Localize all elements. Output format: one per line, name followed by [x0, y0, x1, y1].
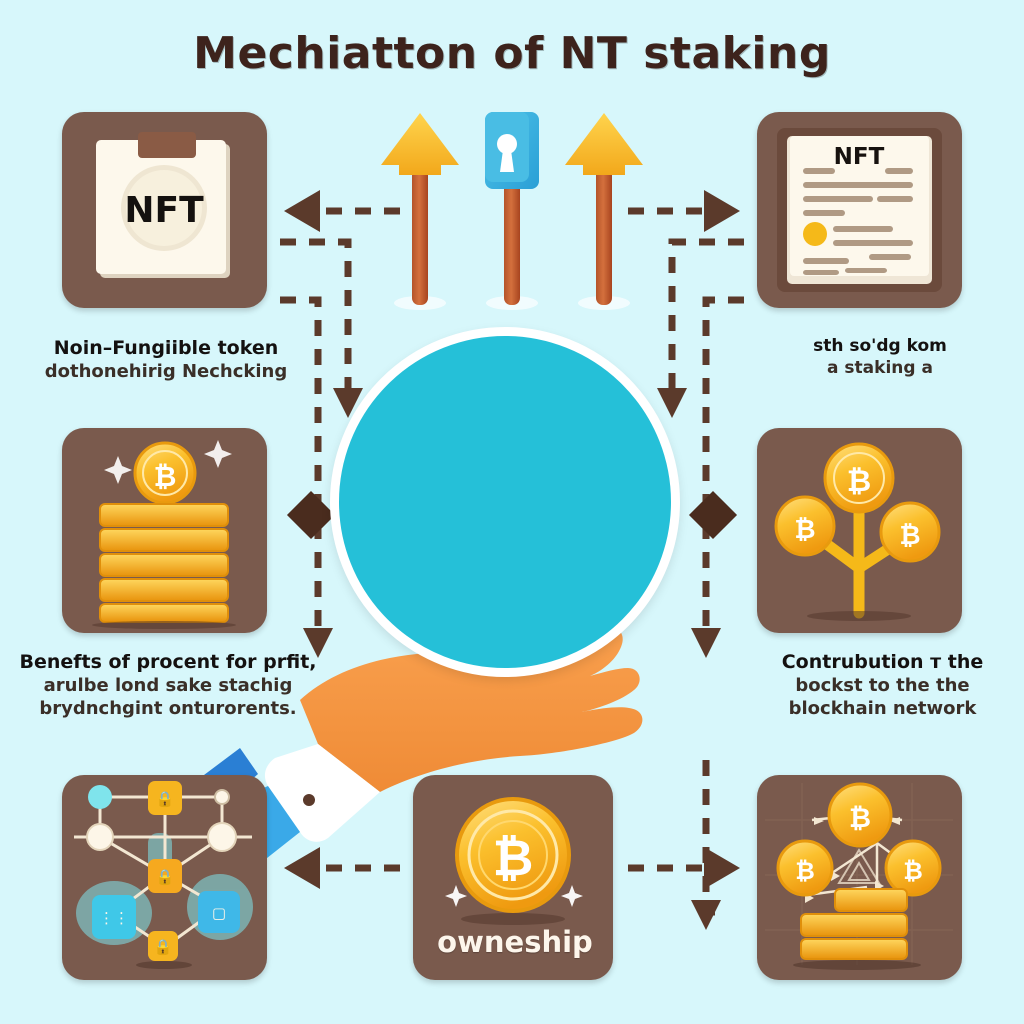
caption-mid-right: Contrubution т the bockst to the the blo… [740, 650, 1024, 720]
arrowhead-down-right-inner [691, 628, 721, 658]
network-graph-card[interactable]: 🔒 🔒 🔒 ⋮⋮ ▢ ● ? [62, 775, 267, 980]
svg-text:🔒: 🔒 [156, 790, 175, 808]
up-arrow-post-left [381, 113, 459, 310]
caption-mid-left-line1: Benefts of procent for prfit, [19, 651, 317, 673]
arrowhead-right-bottom [704, 847, 740, 889]
bitcoin-symbol-tree-left: ₿ [794, 515, 815, 545]
caption-mid-left: Benefts of procent for prfit, arulbe lon… [18, 650, 318, 720]
svg-text:⋮⋮: ⋮⋮ [99, 909, 129, 927]
arrowhead-down-right-bottom [691, 900, 721, 930]
network-graph-icon: 🔒 🔒 🔒 ⋮⋮ ▢ ● ? [74, 781, 253, 969]
keyhole-sign-icon [485, 112, 539, 310]
arrowhead-left-top [284, 190, 320, 232]
blockchain-coins-card[interactable]: ₿ ₿ ₿ [757, 775, 962, 980]
caption-mid-right-line2: bockst to the the [795, 675, 970, 697]
caption-mid-right-line1: Contrubution т the [781, 651, 984, 673]
bitcoin-symbol-tree-right: ₿ [899, 521, 920, 551]
coin-stack-icon: ₿ [92, 440, 236, 629]
coin-stack-card[interactable]: ₿ [62, 428, 267, 633]
page-title: Mechiatton of NT staking [193, 28, 831, 79]
arrowhead-right-top [704, 190, 740, 232]
nft-badge-top-right: NFT [834, 144, 885, 170]
nft-document-card[interactable]: NFT [757, 112, 962, 308]
bitcoin-symbol-tree-top: ₿ [847, 464, 871, 499]
caption-top-right-line1: sth so'dg kom [813, 336, 947, 356]
up-arrow-post-right [565, 113, 643, 310]
nft-clipboard-card[interactable]: NFT [62, 112, 267, 308]
caption-mid-right-line3: blockhain network [788, 698, 977, 720]
ownership-coin-icon: ₿ [445, 797, 583, 925]
bitcoin-symbol-br-top: ₿ [849, 803, 871, 834]
svg-text:▢: ▢ [212, 904, 226, 922]
arrowhead-down-right-outer [657, 388, 687, 418]
diamond-marker-right [688, 490, 738, 540]
svg-text:🔒: 🔒 [156, 868, 175, 886]
diamond-marker-left [286, 490, 336, 540]
svg-text:?: ? [218, 829, 226, 847]
ownership-coin-card[interactable]: ₿ [413, 775, 613, 980]
arrowhead-left-bottom [284, 847, 320, 889]
coin-tree-icon: ₿ ₿ ₿ [774, 442, 941, 621]
caption-top-right-line2: a staking a [827, 357, 933, 378]
caption-top-left: Noin–Fungiible token dothonehirig Nechck… [26, 336, 306, 383]
nft-clipboard-icon: NFT [96, 132, 230, 278]
nft-badge-top-left: NFT [124, 190, 204, 231]
caption-mid-left-line3: brydnchgint onturorents. [39, 698, 297, 720]
caption-top-left-line2: dothonehirig Nechcking [44, 361, 288, 383]
caption-top-right: sth so'dg kom a staking a [740, 336, 1020, 380]
caption-mid-left-line2: arulbe lond sake stachig [43, 675, 293, 697]
bitcoin-symbol-ownership: ₿ [493, 829, 534, 887]
connector-right-branch-outer [668, 238, 744, 400]
svg-text:●: ● [93, 829, 106, 847]
bitcoin-symbol-br-right: ₿ [903, 857, 923, 885]
ownership-label: owneship [437, 925, 593, 959]
blockchain-coins-icon: ₿ ₿ ₿ [765, 782, 953, 970]
connector-right-branch-inner [702, 296, 744, 640]
connector-right-to-bottom [702, 760, 722, 916]
nft-document-icon: NFT [777, 128, 942, 292]
growth-arrows-circle [330, 327, 680, 677]
svg-text:🔒: 🔒 [154, 938, 173, 956]
bitcoin-symbol-mid-left: ₿ [154, 460, 177, 493]
coin-tree-card[interactable]: ₿ ₿ ₿ [757, 428, 962, 633]
caption-top-left-line1: Noin–Fungiible token [53, 337, 279, 359]
bitcoin-symbol-br-left: ₿ [795, 857, 815, 885]
